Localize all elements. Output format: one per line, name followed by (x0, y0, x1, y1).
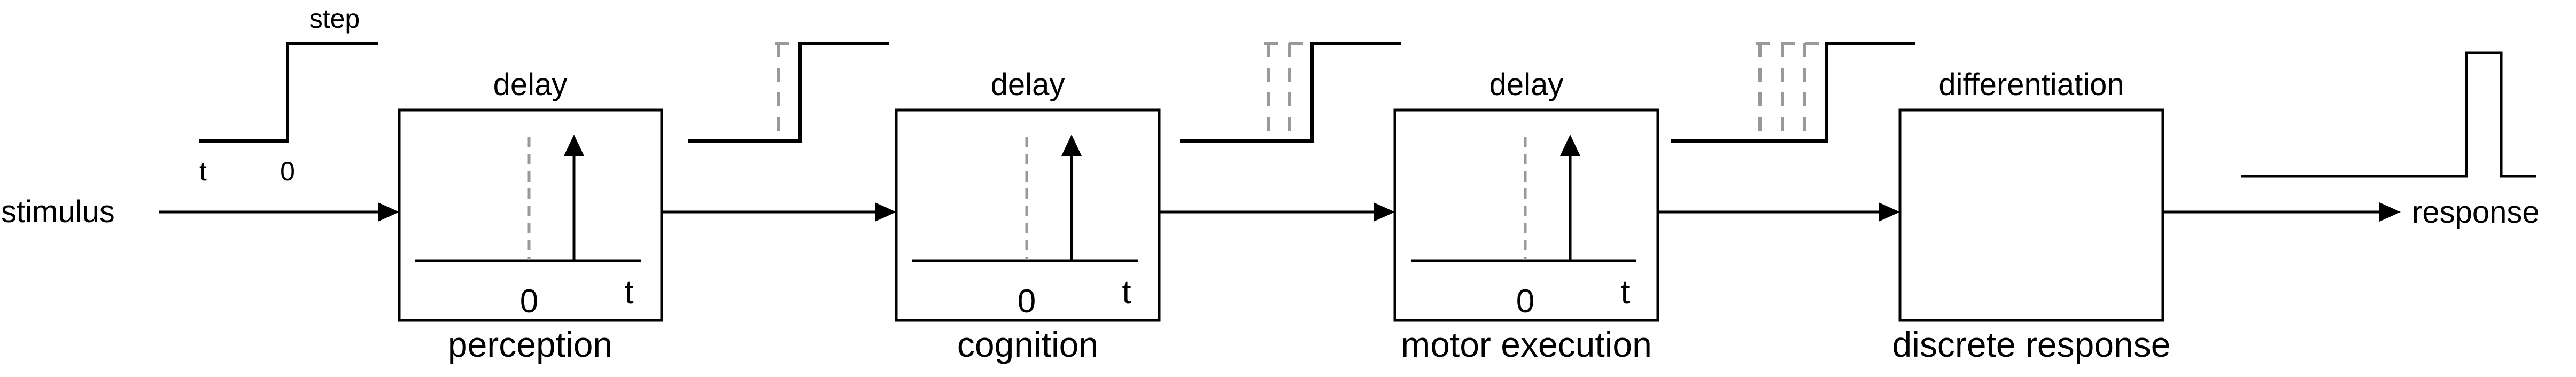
block-bottom-label: cognition (957, 325, 1098, 364)
response-label: response (2412, 195, 2540, 230)
impulse-origin-label: 0 (1018, 283, 1036, 320)
block-frame (1393, 108, 1659, 322)
impulse-plot: 0 t (1411, 135, 1636, 320)
step-plot-t-label: t (199, 156, 207, 186)
arrowhead-icon (378, 202, 399, 222)
impulse-arrowhead-icon (564, 135, 584, 156)
impulse-origin-label: 0 (520, 283, 538, 320)
impulse-t-label: t (624, 274, 633, 311)
arrowhead-icon (875, 202, 896, 222)
arrowhead-icon (1374, 202, 1395, 222)
block-top-label: differentiation (1938, 67, 2124, 102)
block-top-label: delay (991, 67, 1065, 102)
block-frame (1898, 108, 2164, 322)
step-waveform (1180, 42, 1401, 143)
flow-arrow-to-response (2163, 202, 2401, 222)
block-bottom-label: perception (448, 325, 612, 364)
step-input-plot: step t 0 (199, 4, 378, 186)
block-frame (895, 108, 1161, 322)
impulse-arrowhead-icon (1560, 135, 1580, 156)
impulse-origin-label: 0 (1516, 283, 1534, 320)
flow-arrow-motor-to-differentiation (1658, 202, 1900, 222)
step-waveform (199, 42, 378, 143)
step-plot-origin-label: 0 (280, 156, 295, 186)
pulse-waveform (2241, 51, 2536, 178)
block-bottom-label: motor execution (1401, 325, 1652, 364)
block-motor-execution: delay 0 t motor execution (1393, 67, 1659, 364)
block-cognition: delay 0 t cognition (895, 67, 1161, 364)
impulse-t-label: t (1122, 274, 1131, 311)
stimulus-label: stimulus (1, 194, 115, 229)
block-perception: delay 0 t perception (398, 67, 663, 364)
flow-arrow-stimulus-to-perception (159, 202, 399, 222)
flow-arrow-perception-to-cognition (662, 202, 896, 222)
step-waveform (688, 42, 889, 143)
step-waveform (1671, 42, 1915, 143)
block-frame (398, 108, 663, 322)
step-plot-after-cognition (1180, 42, 1401, 143)
impulse-plot: 0 t (415, 135, 641, 320)
impulse-plot: 0 t (912, 135, 1138, 320)
impulse-arrowhead-icon (1061, 135, 1082, 156)
block-bottom-label: discrete response (1892, 325, 2171, 364)
block-top-label: delay (493, 67, 568, 102)
step-plot-after-perception (688, 42, 889, 143)
block-discrete-response: differentiation discrete response (1892, 67, 2171, 364)
impulse-t-label: t (1620, 274, 1630, 311)
block-top-label: delay (1489, 67, 1564, 102)
step-plot-after-motor-execution (1671, 42, 1915, 143)
step-plot-title: step (309, 4, 360, 34)
arrowhead-icon (1879, 202, 1900, 222)
arrowhead-icon (2379, 202, 2401, 222)
pulse-response-plot (2241, 51, 2536, 178)
flow-arrow-cognition-to-motor (1159, 202, 1395, 222)
